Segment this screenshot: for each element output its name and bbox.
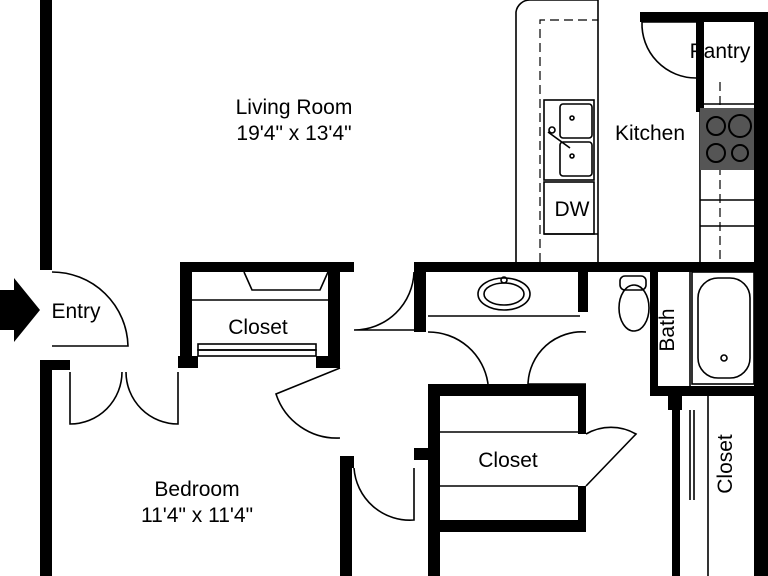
hall-door-swing xyxy=(353,271,415,331)
bath-left-wall xyxy=(650,272,658,386)
bedroom-double-door-right xyxy=(125,371,179,425)
kitchen-counter-dashed-edge xyxy=(539,19,598,262)
bathtub-drain-icon xyxy=(720,354,728,362)
room-labels: Living Room 19'4" x 13'4" Kitchen Pantry… xyxy=(51,40,750,527)
toilet-tank-icon xyxy=(619,275,647,291)
faucet-handle-icon xyxy=(548,126,556,134)
pantry-door-swing xyxy=(641,21,697,79)
vanity-sink-icon xyxy=(477,277,531,311)
vanity-door-swing xyxy=(427,331,489,385)
hall-closet-bottom xyxy=(428,520,582,532)
bath-partition xyxy=(580,262,588,312)
bedroom-door-swing xyxy=(275,367,341,439)
living-room-name: Living Room xyxy=(236,96,353,119)
burner-icon xyxy=(706,143,726,163)
left-exterior-wall xyxy=(40,0,52,270)
bedroom-size: 11'4" x 11'4" xyxy=(141,504,253,527)
closet-sliding-door xyxy=(197,349,317,357)
closet-door-swing xyxy=(353,467,415,521)
left-exterior-wall-lower xyxy=(40,360,52,576)
pantry-divider xyxy=(696,12,704,112)
entry-door-swing xyxy=(51,271,129,347)
bathtub-icon xyxy=(691,271,755,385)
side-closet-name: Closet xyxy=(714,434,737,494)
faucet-icon xyxy=(547,131,571,149)
bath-bottom-wall xyxy=(650,386,756,396)
hall-closet-right-top xyxy=(578,384,586,434)
interior-wall-main xyxy=(180,262,354,272)
living-room-size: 19'4" x 13'4" xyxy=(236,122,351,145)
bedroom-closet-name: Closet xyxy=(228,316,288,339)
bedroom-closet-fixtures xyxy=(192,271,329,357)
bedroom-right-wall-top xyxy=(328,262,340,368)
bedroom-closet-cap-left xyxy=(178,356,198,368)
hall-closet-door-swing xyxy=(585,426,638,487)
bedroom-closet-left xyxy=(180,262,192,368)
sink-basin-bottom-icon xyxy=(559,141,593,177)
pantry-name: Pantry xyxy=(690,40,751,63)
side-closet-wall xyxy=(672,396,680,576)
vanity-sink-inner-icon xyxy=(483,282,525,306)
dishwasher-label: DW xyxy=(555,198,590,221)
sink-drain-icon xyxy=(569,153,575,159)
closet-shelf-icon xyxy=(243,271,329,291)
closet-sliding-door xyxy=(197,343,317,351)
bath-fixtures xyxy=(428,271,755,386)
hall-closet-fixtures xyxy=(440,396,709,576)
toilet-bowl-icon xyxy=(618,284,650,332)
bath-name: Bath xyxy=(656,308,679,351)
hall-closet-name: Closet xyxy=(478,449,538,472)
walls xyxy=(40,0,768,576)
bedroom-double-door-left xyxy=(69,371,123,425)
hall-closet-top xyxy=(428,384,582,396)
bath-door-swing xyxy=(527,331,587,385)
burner-icon xyxy=(731,144,749,162)
bedroom-name: Bedroom xyxy=(154,478,239,501)
bedroom-left-stub xyxy=(52,360,70,370)
kitchen-counter-outline xyxy=(515,0,598,262)
bathtub-inner-icon xyxy=(697,277,751,379)
side-closet-wall-stub xyxy=(668,396,682,410)
hall-closet-right-bottom xyxy=(578,486,586,532)
sink-cabinet xyxy=(543,99,595,181)
door-swings xyxy=(51,271,638,521)
sink-basin-top-icon xyxy=(559,103,593,139)
pantry-right-wall xyxy=(700,12,756,22)
kitchen-name: Kitchen xyxy=(615,122,685,145)
stove-icon xyxy=(700,108,754,170)
burner-icon xyxy=(728,114,752,138)
entry-arrow-icon xyxy=(0,278,40,342)
sink-drain-icon xyxy=(569,115,575,121)
right-exterior-wall xyxy=(754,12,768,576)
hall-closet-left xyxy=(428,384,440,576)
bedroom-right-wall-bottom xyxy=(340,456,352,576)
bedroom-right-wall-stub xyxy=(340,456,354,468)
vanity-faucet-icon xyxy=(500,276,508,284)
hall-wall-left xyxy=(414,262,426,332)
pantry-top-wall xyxy=(640,12,700,22)
hall-closet-left-stub xyxy=(414,448,440,460)
entry-name: Entry xyxy=(51,300,101,323)
kitchen-counters xyxy=(515,0,754,262)
burner-icon xyxy=(706,116,726,136)
